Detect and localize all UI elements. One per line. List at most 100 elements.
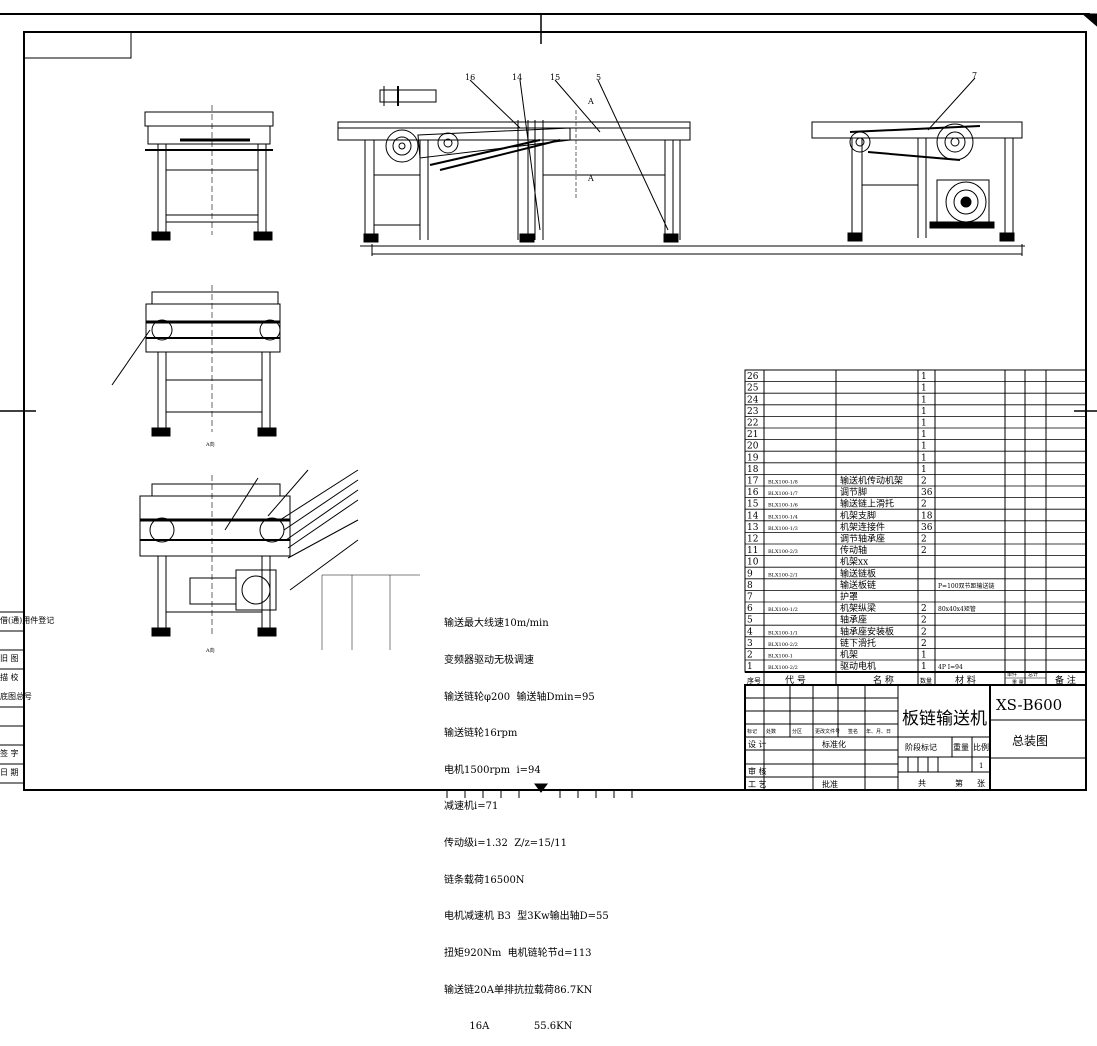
drawing-name: 总装图 [1012, 734, 1048, 748]
bom-cell-no: 11 [747, 546, 758, 556]
note-line: 减速机i=71 [444, 801, 499, 813]
bom-cell-qty: 2 [921, 604, 927, 614]
note-line: 16A 55.6KN [444, 1021, 573, 1033]
bom-cell-name: 输送板链 [840, 579, 876, 591]
bom-cell-name: 机架支脚 [840, 509, 876, 521]
bom-cell-name: 调节脚 [840, 487, 867, 498]
stamp-reuse: 借(通)用件登记 [0, 616, 55, 625]
bom-cell-no: 15 [747, 500, 759, 510]
title-block-text: 板链输送机 XS-B600 总装图 标记 处数 分区 更改文件号 签名 年、月、… [747, 696, 1062, 789]
end-view-drive [139, 469, 359, 637]
stage-label: 阶段标记 [905, 742, 937, 752]
bom-cell-no: 25 [747, 384, 759, 394]
weight-label: 重量 [953, 742, 969, 752]
bom-cell-qty: 2 [921, 546, 927, 556]
bom-cell-qty: 2 [921, 477, 927, 487]
bom-cell-no: 12 [747, 535, 758, 545]
bom-cell-no: 6 [747, 604, 753, 614]
bom-cell-qty: 18 [921, 511, 933, 521]
note-line: 电机1500rpm i=94 [444, 764, 541, 776]
bom-cell-qty: 2 [921, 639, 927, 649]
process-label: 工 艺 [748, 780, 767, 789]
note-line: 输送链轮16rpm [444, 728, 518, 740]
bom-cell-no: 7 [747, 593, 753, 603]
mini-legend [321, 574, 420, 650]
side-view-main [337, 79, 1025, 256]
scale-value: 1 [979, 762, 983, 770]
bom-cell-code: BLX100-2/2 [768, 642, 798, 648]
bom-cell-name: 轴承座 [840, 614, 867, 626]
standardize-label: 标准化 [822, 739, 846, 749]
section-mark-a-top: A [587, 97, 594, 106]
bom-header-remark: 备 注 [1055, 674, 1076, 686]
bom-cell-name: 输送机传动机架 [840, 475, 903, 487]
bom-header-unit-weight: 单件 [1007, 671, 1017, 678]
bom-cell-qty: 1 [921, 419, 927, 429]
note-line: 变频器驱动无极调速 [444, 655, 534, 667]
bom-cell-name: 输送链上滑托 [840, 498, 894, 510]
bom-cell-qty: 1 [921, 442, 927, 452]
bom-cell-code: BLX100-1/8 [768, 480, 798, 486]
bom-cell-name: 驱动电机 [840, 660, 876, 672]
drawing-title: 板链输送机 [902, 709, 987, 729]
bom-cell-material: 4P I=94 [938, 664, 963, 671]
bom-cell-code: BLX100-1/2 [768, 607, 798, 613]
note-line: 输送链轮φ200 输送轴Dmin=95 [444, 691, 595, 703]
bom-cell-no: 13 [747, 523, 759, 533]
bom-cell-no: 26 [747, 372, 759, 382]
scale-label: 比例 [973, 742, 989, 752]
section-mark-a-bottom: A [587, 174, 594, 183]
bom-cell-no: 5 [747, 616, 753, 626]
bom-cell-qty: 2 [921, 616, 927, 626]
bom-cell-qty: 1 [921, 465, 927, 475]
bom-cell-code: BLX100-1/6 [768, 503, 798, 509]
drawing-canvas: 26125124123122121120119118117BLX100-1/8输… [0, 13, 1097, 798]
technical-notes: 输送最大线速10m/min 变频器驱动无极调速 输送链轮φ200 输送轴Dmin… [444, 594, 609, 1046]
view-label-1: A向 [205, 441, 215, 448]
bom-cell-code: BLX100-1/1 [768, 630, 798, 636]
bom-cell-qty: 2 [921, 535, 927, 545]
bom-cell-material: P=100双节距输送链 [938, 582, 995, 590]
bom-cell-no: 20 [747, 442, 759, 452]
bom-cell-qty: 2 [921, 500, 927, 510]
bom-cell-no: 17 [747, 477, 759, 487]
balloon-labels: 1 6 1 4 15 5 A A 7 A向 A向 [205, 71, 977, 654]
note-line: 电机减速机 B3 型3Kw输出轴D=55 [444, 911, 609, 923]
bom-cell-no: 3 [747, 639, 753, 649]
bom-cell-qty: 2 [921, 627, 927, 637]
bom-cell-code: BLX100-1/4 [768, 514, 798, 520]
bom-header-code: 代 号 [785, 675, 806, 686]
bom-cell-name: 护罩 [840, 591, 858, 603]
bom-cell-qty: 1 [921, 407, 927, 417]
bom-cell-no: 21 [747, 430, 758, 440]
bom-cell-no: 4 [747, 627, 753, 637]
note-line: 输送链20A单排抗拉载荷86.7KN [444, 984, 593, 996]
view-label-2: A向 [205, 647, 215, 654]
bom-cell-code: BLX100-2/1 [768, 572, 798, 578]
bom-cell-no: 8 [747, 581, 753, 591]
title-block-grid [744, 684, 1087, 791]
bom-header-total-weight: 总计 [1028, 671, 1038, 678]
stamp-trace-check: 描 校 [0, 673, 19, 682]
rev-date: 年、月、日 [866, 728, 891, 735]
bom-cell-no: 22 [747, 419, 758, 429]
bom-cell-name: 机架xx [840, 556, 868, 568]
bom-header-material: 材 料 [955, 674, 976, 686]
bom-header-qty: 数量 [920, 677, 932, 685]
stamp-base-no: 底图总号 [0, 692, 32, 701]
bom-cell-name: 传动轴 [840, 544, 867, 556]
left-stamp-grid [0, 611, 24, 784]
bom-cell-qty: 1 [921, 384, 927, 394]
rev-zone: 分区 [792, 728, 802, 735]
sheet-number: 第 [955, 778, 963, 788]
rev-mark: 标记 [747, 728, 757, 735]
balloon-7: 7 [972, 71, 977, 80]
review-label: 审 核 [748, 766, 767, 776]
bom-cell-name: 机架 [840, 649, 858, 661]
bom-cell-code: BLX100-1/7 [768, 491, 798, 497]
bom-cell-name: 机架纵梁 [840, 602, 876, 614]
bom-cell-name: 输送链板 [840, 567, 876, 579]
drawing-number: XS-B600 [996, 696, 1062, 714]
stamp-date: 日 期 [0, 768, 19, 777]
bom-cell-no: 9 [747, 569, 753, 579]
